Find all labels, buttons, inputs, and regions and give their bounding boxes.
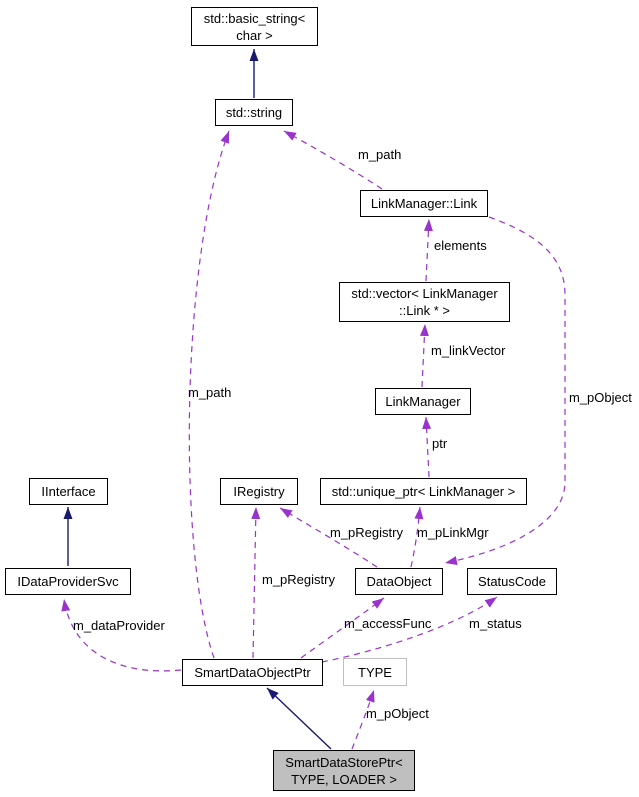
node-std-basic-string-line1: std::basic_string< bbox=[203, 10, 306, 26]
edge-usage-smartdataobjectptr-m-dataprovider-to-idataprovidersvc bbox=[61, 598, 182, 672]
node-std-vector-link-line1: std::vector< LinkManager bbox=[351, 286, 498, 301]
edge-usage-vector-elements-to-link bbox=[423, 218, 433, 282]
node-statuscode[interactable]: StatusCode bbox=[467, 568, 557, 595]
node-type-template-param: TYPE bbox=[343, 658, 407, 686]
edge-usage-link-m-path-to-string bbox=[283, 130, 383, 190]
node-smartdatastoreptr-line2: TYPE, LOADER > bbox=[291, 771, 397, 787]
edge-label-m-accessfunc: m_accessFunc bbox=[344, 616, 432, 631]
edge-usage-smartdataobjectptr-m-status-to-statuscode bbox=[321, 596, 498, 663]
edge-label-m-dataprovider: m_dataProvider bbox=[73, 618, 165, 633]
edge-label-m-status: m_status bbox=[469, 616, 522, 631]
node-std-unique-ptr[interactable]: std::unique_ptr< LinkManager > bbox=[320, 478, 527, 505]
node-iregistry[interactable]: IRegistry bbox=[220, 478, 298, 505]
edge-label-m-linkvector: m_linkVector bbox=[431, 343, 506, 358]
edge-label-m-pobject-bottom: m_pObject bbox=[366, 706, 429, 721]
node-idataprovidersvc[interactable]: IDataProviderSvc bbox=[5, 568, 131, 595]
node-smartdatastoreptr-current: SmartDataStorePtr< TYPE, LOADER > bbox=[273, 750, 415, 791]
node-linkmanager-link[interactable]: LinkManager::Link bbox=[360, 190, 488, 217]
edge-label-m-plinkmgr: m_pLinkMgr bbox=[417, 525, 489, 540]
node-std-basic-string-line2: char > bbox=[236, 27, 273, 43]
edge-usage-smartdataobjectptr-m-path-to-string bbox=[188, 130, 230, 659]
node-linkmanager[interactable]: LinkManager bbox=[375, 388, 471, 415]
edge-usage-uniqueptr-ptr-to-linkmanager bbox=[422, 416, 432, 478]
edge-usage-dataobject-m-pregistry-to-iregistry bbox=[279, 507, 378, 568]
edge-label-m-path-link-to-string: m_path bbox=[358, 147, 402, 162]
edge-label-m-pobject-right: m_pObject bbox=[569, 390, 632, 405]
edge-label-m-pregistry-dataobject: m_pRegistry bbox=[330, 525, 403, 540]
edge-label-m-path-left: m_path bbox=[188, 385, 232, 400]
node-std-string[interactable]: std::string bbox=[215, 99, 293, 126]
node-std-vector-link-line2: ::Link * > bbox=[399, 303, 450, 318]
node-std-basic-string[interactable]: std::basic_string< char > bbox=[191, 7, 318, 46]
node-iinterface[interactable]: IInterface bbox=[29, 478, 108, 505]
node-std-vector-link[interactable]: std::vector< LinkManager ::Link * > bbox=[339, 282, 510, 322]
edge-usage-linkmanager-m-linkvector-to-vector bbox=[419, 323, 429, 388]
edge-inherit-smartdatastoreptr-to-smartdataobjectptr bbox=[266, 687, 332, 750]
edge-usage-smartdataobjectptr-m-pregistry-to-iregistry bbox=[251, 506, 261, 659]
edge-label-m-pregistry-smartdataobjectptr: m_pRegistry bbox=[262, 572, 335, 587]
node-smartdatastoreptr-line1: SmartDataStorePtr< bbox=[285, 754, 403, 770]
edge-usage-link-m-pobject-to-dataobject bbox=[444, 216, 566, 565]
node-dataobject[interactable]: DataObject bbox=[355, 568, 443, 595]
edge-usage-smartdatastoreptr-m-pobject-to-type bbox=[351, 689, 375, 750]
node-smartdataobjectptr[interactable]: SmartDataObjectPtr bbox=[182, 659, 323, 686]
edge-usage-dataobject-m-plinkmgr-to-uniqueptr bbox=[410, 506, 424, 568]
edge-label-elements: elements bbox=[434, 238, 487, 253]
edge-label-ptr: ptr bbox=[432, 436, 448, 451]
edge-usage-smartdataobjectptr-m-accessfunc-to-dataobject bbox=[300, 597, 385, 659]
